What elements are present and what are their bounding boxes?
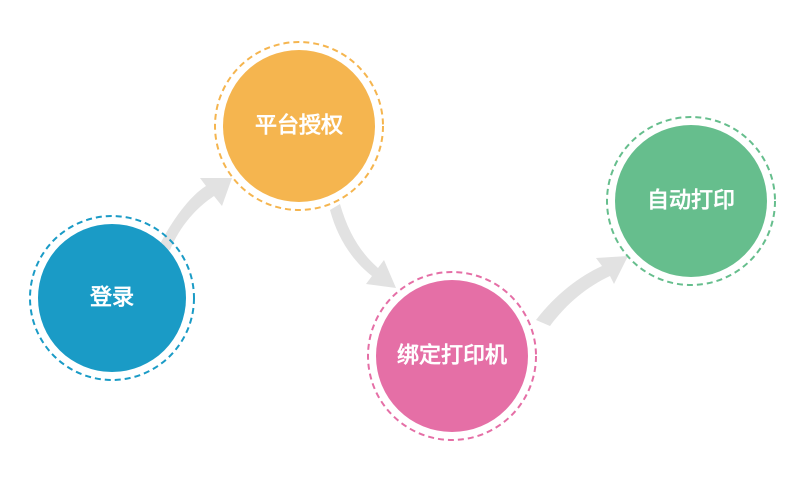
step-bind-printer-circle [376,280,528,432]
step-platform-authorize-label: 平台授权 [255,113,344,139]
step-login-label: 登录 [89,286,134,311]
arrow-authorize-to-bind [330,204,396,288]
step-platform-authorize-ring [214,41,384,211]
step-login-ring [29,215,195,381]
step-bind-printer: 绑定打印机 [367,271,537,441]
arrow-login-to-authorize [158,178,232,250]
step-login: 登录 [29,215,195,381]
step-auto-print-label: 自动打印 [647,188,735,214]
arrow-bind-to-print [536,256,628,326]
step-auto-print: 自动打印 [606,116,776,286]
step-bind-printer-label: 绑定打印机 [397,343,507,369]
step-platform-authorize-circle [223,50,375,202]
step-bind-printer-ring [367,271,537,441]
step-auto-print-circle [615,125,767,277]
step-platform-authorize: 平台授权 [214,41,384,211]
step-login-circle [38,224,186,372]
step-auto-print-ring [606,116,776,286]
